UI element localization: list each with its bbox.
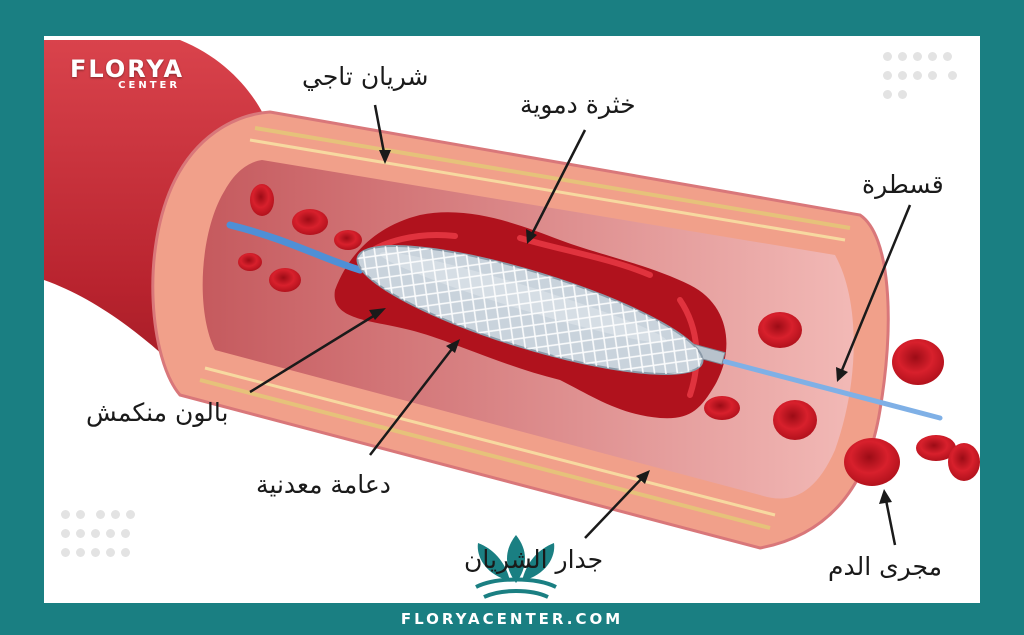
arrowhead [636,470,650,484]
brand-logo: FLORYA CENTER [70,56,184,91]
pointer-deflated-balloon [249,310,381,394]
pointer-blood-clot [528,129,587,239]
rbc [773,400,817,440]
pointer-blood-flow [883,494,897,546]
label-coronary-artery: شريان تاجي [302,62,429,91]
pointer-artery-wall [584,474,646,539]
pointer-coronary-artery [373,104,387,159]
rbc [948,443,980,481]
decorative-dots [880,48,970,105]
wall-layer-line [204,366,776,517]
rbc [892,339,944,385]
footer-url: FLORYACENTER.COM [400,610,624,628]
lotus-logo-icon [475,535,557,599]
label-metal-stent: دعامة معدنية [256,470,391,499]
stent-highlight [379,252,667,343]
arrowhead [446,339,460,353]
rbc [269,268,301,292]
rbc [238,253,262,271]
arrowhead [526,229,537,244]
rbc [758,312,802,348]
pointer-metal-stent [369,344,456,456]
catheter-line [226,221,364,274]
stent [356,245,704,375]
rbc [334,230,362,250]
rbc [704,396,740,420]
red-blood-cells [238,184,980,486]
arrowhead [379,150,391,164]
rbc [292,209,328,235]
pointer-catheter [838,204,912,376]
catheter-line [697,352,943,421]
brand-name: FLORYA [70,55,185,83]
arrowhead [369,308,386,320]
wall-layer-line [254,126,851,230]
stent-mesh [357,246,703,374]
wall-layer-line [199,378,771,530]
label-deflated-balloon: بالون منكمش [86,398,229,427]
label-artery-wall: جدار الشريان [464,545,604,574]
arrowhead [879,489,892,504]
wall-layer-line [249,138,846,242]
decorative-dots [58,506,148,563]
rbc [916,435,956,461]
label-catheter: قسطرة [862,170,944,199]
label-blood-flow: مجرى الدم [828,552,943,581]
rbc [250,184,274,216]
brand-sub: CENTER [118,80,181,91]
label-blood-clot: خثرة دموية [520,90,636,119]
rbc [844,438,900,486]
arrowhead [836,367,848,382]
